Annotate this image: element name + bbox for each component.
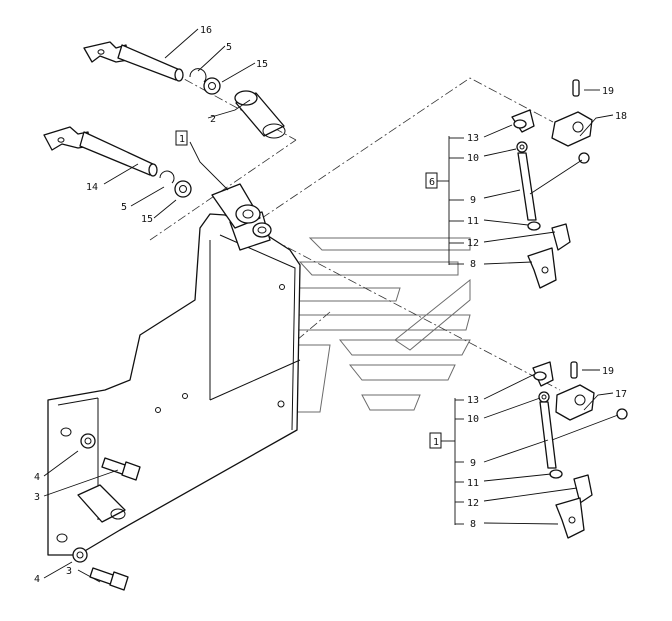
callout-5: 5 xyxy=(121,202,127,213)
callout-8: 8 xyxy=(470,519,476,530)
callout-18: 18 xyxy=(615,111,627,122)
callout-4: 4 xyxy=(34,472,40,483)
callout-9: 9 xyxy=(470,458,476,469)
callout-16: 16 xyxy=(200,25,212,36)
bushing-and-rings xyxy=(72,68,286,563)
lower-pivot-pin xyxy=(43,126,158,177)
mounting-bracket-plate xyxy=(47,183,301,556)
callout-3: 3 xyxy=(34,492,40,503)
callout-5: 5 xyxy=(226,42,232,53)
callout-box xyxy=(175,130,188,146)
callout-box xyxy=(429,432,442,449)
callout-19: 19 xyxy=(602,366,614,377)
lower-linkage-assembly xyxy=(532,361,628,539)
callout-14: 14 xyxy=(86,182,98,193)
callout-11: 11 xyxy=(467,216,479,227)
callout-11: 11 xyxy=(467,478,479,489)
callout-12: 12 xyxy=(467,498,479,509)
callout-1: 1 xyxy=(179,134,185,145)
callout-12: 12 xyxy=(467,238,479,249)
upper-pivot-pin xyxy=(83,41,184,82)
callout-15: 15 xyxy=(141,214,153,225)
upper-linkage-assembly xyxy=(511,79,593,289)
callout-2: 2 xyxy=(210,114,216,125)
callout-8: 8 xyxy=(470,259,476,270)
callout-10: 10 xyxy=(467,153,479,164)
callout-3: 3 xyxy=(66,566,72,577)
callout-15: 15 xyxy=(256,59,268,70)
callout-17: 17 xyxy=(615,389,627,400)
callout-10: 10 xyxy=(467,414,479,425)
callout-box xyxy=(425,172,438,189)
callout-13: 13 xyxy=(467,133,479,144)
callout-1: 1 xyxy=(433,437,439,448)
callout-4: 4 xyxy=(34,574,40,585)
callout-6: 6 xyxy=(429,177,435,188)
callout-19: 19 xyxy=(602,86,614,97)
callout-13: 13 xyxy=(467,395,479,406)
callout-9: 9 xyxy=(470,195,476,206)
bolts xyxy=(89,457,141,591)
leader-lines xyxy=(43,28,619,583)
